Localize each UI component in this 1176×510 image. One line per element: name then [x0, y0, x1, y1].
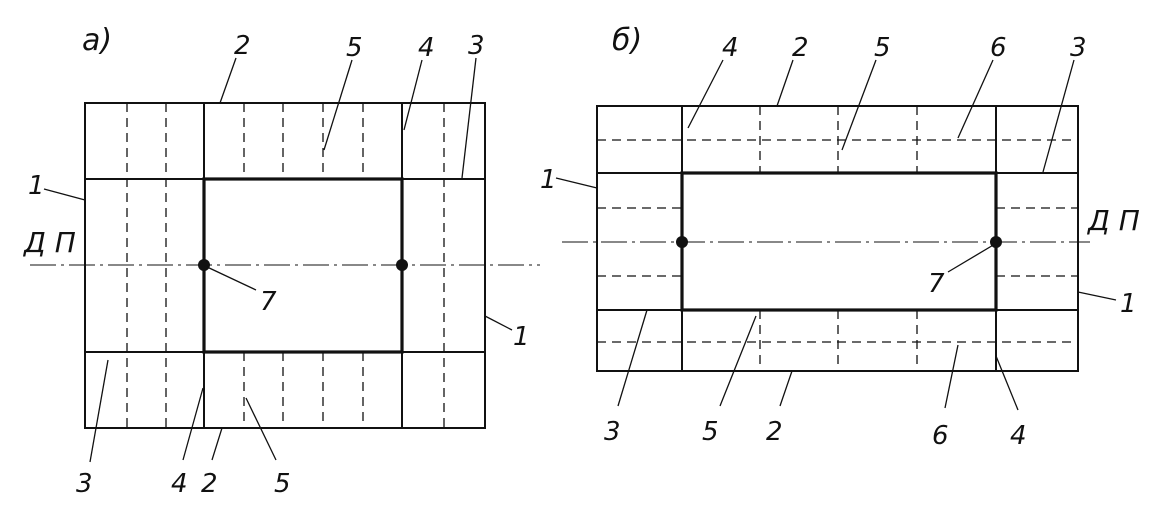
panel-a-callout-5-bottom: 5 [274, 469, 291, 499]
panel-b-callout-4-top: 4 [722, 33, 739, 63]
panel-a-label: а) [82, 23, 112, 58]
panel-a-leader-3-bottom [89, 359, 109, 463]
panel-b-callout-7: 7 [928, 269, 945, 299]
panel-b-axis-label: Д П [1086, 204, 1140, 237]
panel-a-callout-2-top: 2 [234, 31, 251, 61]
panel-b-leader-7 [947, 243, 996, 273]
panel-b-leader-3-top [1042, 59, 1075, 173]
panel-a-leader-3-top [461, 57, 477, 179]
panel-a-callout-1-left: 1 [28, 171, 45, 201]
panel-a-callout-4-top: 4 [418, 33, 435, 63]
panel-b-leader-4-bottom [995, 355, 1019, 411]
panel-a-callout-4-bottom: 4 [171, 469, 188, 499]
panel-b-leader-5-bottom [719, 315, 757, 407]
panel-a-leader-4-bottom [182, 387, 204, 461]
panel-b-callout-6-top: 6 [990, 33, 1007, 63]
panel-a-leader-2-bottom [211, 427, 223, 461]
panel-b-pivot-left [676, 236, 688, 248]
panel-b-leader-1-left [555, 177, 598, 189]
panel-a-axis-label: Д П [22, 226, 76, 259]
panel-a-pivot-right [396, 259, 408, 271]
panel-a: а) Д П 1 2 3 4 5 7 1 3 4 2 5 [22, 23, 540, 499]
panel-a-leader-1-left [43, 188, 86, 201]
panel-a-leader-7 [204, 265, 257, 291]
panel-b-leader-6-bottom [944, 344, 959, 409]
panel-a-leader-5-bottom [245, 397, 277, 461]
panel-a-callout-3-top: 3 [468, 31, 485, 61]
panel-a-leader-2-top [219, 57, 237, 104]
panel-b: б) Д П 4 2 5 6 3 1 7 1 3 5 2 6 4 [540, 23, 1140, 451]
panel-b-leader-2-top [776, 59, 794, 107]
panel-b-callout-1-right: 1 [1120, 289, 1137, 319]
panel-b-callout-3-top: 3 [1070, 33, 1087, 63]
panel-b-leader-3-bottom [617, 309, 648, 407]
panel-b-leader-6-top [957, 59, 994, 139]
panel-a-leader-1-right [484, 315, 513, 331]
panel-b-callout-2-bottom: 2 [766, 417, 783, 447]
panel-b-leader-5-top [841, 59, 877, 151]
panel-a-callout-5-top: 5 [346, 33, 363, 63]
panel-a-pivot-left [198, 259, 210, 271]
panel-b-callout-5-bottom: 5 [702, 417, 719, 447]
panel-a-leader-4-top [403, 59, 423, 131]
panel-b-callout-2-top: 2 [792, 33, 809, 63]
panel-b-callout-1-left: 1 [540, 165, 557, 195]
panel-b-label: б) [612, 23, 642, 58]
panel-a-callout-2-bottom: 2 [201, 469, 218, 499]
panel-a-callout-7: 7 [260, 287, 277, 317]
panel-a-callout-3-bottom: 3 [76, 469, 93, 499]
panel-b-leader-2-bottom [779, 370, 793, 407]
panel-b-leader-1-right [1077, 291, 1117, 301]
panel-b-leader-4-top [687, 59, 724, 129]
panel-a-leader-5-top [323, 59, 353, 151]
panel-b-callout-6-bottom: 6 [932, 421, 949, 451]
panel-b-callout-3-bottom: 3 [604, 417, 621, 447]
panel-b-callout-4-bottom: 4 [1010, 421, 1027, 451]
panel-b-callout-5-top: 5 [874, 33, 891, 63]
panel-a-callout-1-right: 1 [513, 322, 530, 352]
